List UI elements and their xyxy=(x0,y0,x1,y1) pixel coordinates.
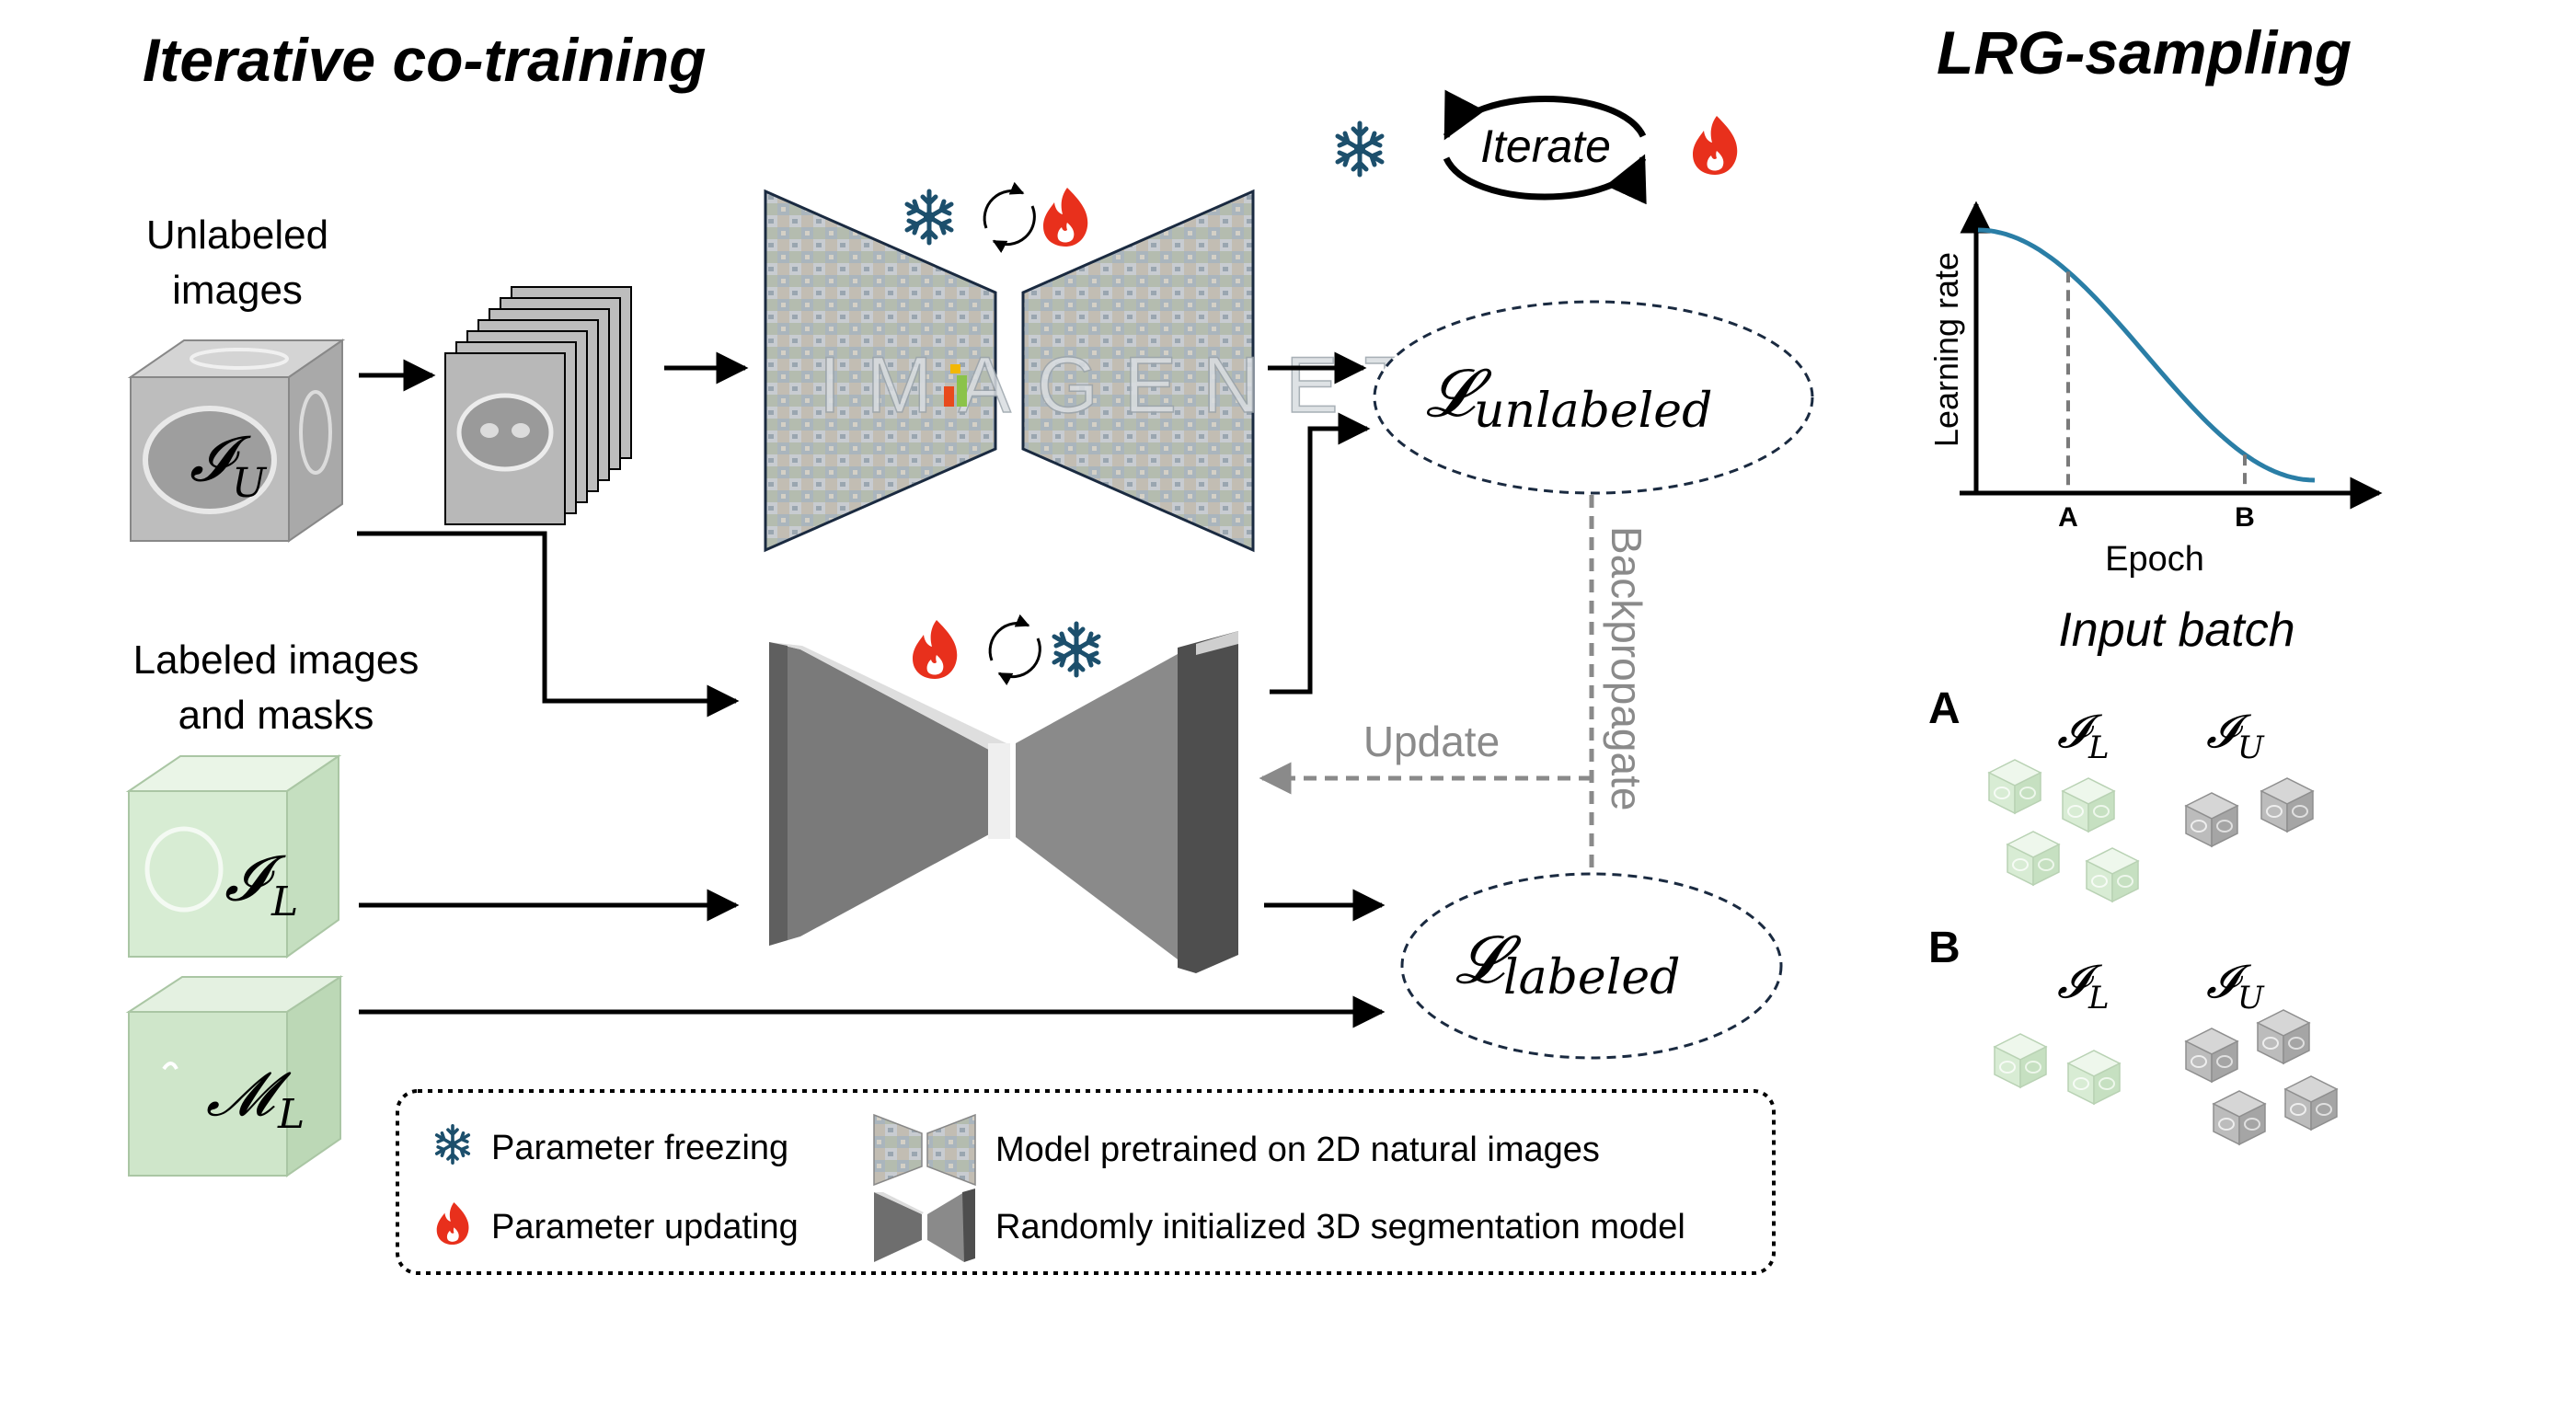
batch-B-label: B xyxy=(1928,924,1961,972)
labeled-cube xyxy=(2062,777,2115,833)
cube-ML-subscript: L xyxy=(277,1091,305,1138)
pretrained-model-state xyxy=(907,181,1088,254)
iterate-loop: Iterate xyxy=(1338,89,1738,205)
snowflake-icon xyxy=(907,191,951,243)
unlabeled-cube xyxy=(2284,1075,2338,1131)
labeled-label-line1: Labeled images xyxy=(133,637,420,683)
batch-B: B 𝓘 L 𝓘 U xyxy=(1928,924,2338,1145)
batch-A-IL-subscript: L xyxy=(2087,729,2110,766)
labeled-cube xyxy=(1994,1033,2047,1088)
image-slice-stack xyxy=(444,286,632,525)
labeled-cube xyxy=(1988,759,2041,814)
random-3d-segmentation-model xyxy=(769,631,1238,973)
unlabeled-cube xyxy=(2185,792,2238,847)
update-label: Update xyxy=(1363,718,1500,765)
flow-arrows xyxy=(357,351,1386,1028)
lr-schedule-chart: A B Epoch Learning rate xyxy=(1927,201,2383,579)
imagenet-watermark: IMAGENET xyxy=(819,341,1438,430)
labeled-loss: 𝓛 labeled xyxy=(1400,872,1783,1060)
unlabeled-label-line1: Unlabeled xyxy=(146,212,328,258)
unlabeled-label-line2: images xyxy=(172,268,303,313)
labeled-cube xyxy=(2007,831,2060,886)
flame-icon xyxy=(913,620,958,679)
legend: Parameter freezing Parameter updating Mo… xyxy=(396,1089,1776,1275)
arrow-3d-model-to-unlabeled-loss xyxy=(1270,412,1371,695)
unlabeled-cube xyxy=(2260,777,2314,833)
snowflake-icon xyxy=(1338,123,1382,175)
unlabeled-cube xyxy=(2185,1028,2238,1083)
flame-icon xyxy=(1043,188,1088,247)
right-title: LRG-sampling xyxy=(1937,18,2352,86)
unlabeled-loss-subscript: unlabeled xyxy=(1474,384,1712,439)
unlabeled-loss: 𝓛 unlabeled xyxy=(1373,300,1814,495)
arrow-unlabeled-to-3d-model xyxy=(357,531,740,718)
legend-pretrained-icon xyxy=(873,1113,976,1187)
flame-icon xyxy=(1693,116,1738,175)
x-axis-label: Epoch xyxy=(2105,540,2204,579)
y-axis-label: Learning rate xyxy=(1927,252,1965,447)
labeled-mask-cube: 𝓜 L xyxy=(125,975,344,1177)
backpropagate-label: Backpropagate xyxy=(1603,526,1650,810)
legend-3d-model-icon xyxy=(874,1189,975,1262)
labeled-label-line2: and masks xyxy=(178,693,374,738)
lr-curve xyxy=(1977,227,2316,483)
snowflake-icon xyxy=(1054,624,1098,675)
batch-A-IU-subscript: U xyxy=(2237,729,2265,766)
backprop-path xyxy=(1259,495,1594,872)
batch-B-IU-subscript: U xyxy=(2237,980,2265,1016)
legend-freeze-label: Parameter freezing xyxy=(491,1129,788,1167)
unlabeled-cube xyxy=(2257,1009,2310,1064)
pretrained-2d-model: IMAGENET xyxy=(764,189,1438,553)
input-batch-title: Input batch xyxy=(2058,603,2294,657)
x-tick-B: B xyxy=(2235,502,2255,533)
labeled-image-cube: 𝓘 L xyxy=(125,754,342,959)
seg-model-state xyxy=(913,614,1098,686)
x-tick-A: A xyxy=(2058,502,2078,533)
batch-B-IL-subscript: L xyxy=(2087,980,2110,1016)
labeled-loss-subscript: labeled xyxy=(1503,950,1680,1005)
left-title: Iterative co-training xyxy=(143,26,706,94)
iterate-label: Iterate xyxy=(1480,121,1611,172)
labeled-cube xyxy=(2086,847,2139,902)
unlabeled-image-cube: 𝓘 U xyxy=(127,339,346,543)
batch-A: A 𝓘 L 𝓘 U xyxy=(1928,684,2314,902)
legend-update-label: Parameter updating xyxy=(491,1208,799,1246)
legend-pretrained-label: Model pretrained on 2D natural images xyxy=(995,1131,1600,1169)
labeled-cube xyxy=(2067,1050,2121,1105)
legend-random3d-label: Randomly initialized 3D segmentation mod… xyxy=(995,1208,1685,1246)
cube-IU-subscript: U xyxy=(232,460,268,507)
batch-A-label: A xyxy=(1928,684,1961,733)
cube-IL-subscript: L xyxy=(270,879,298,925)
unlabeled-cube xyxy=(2213,1090,2266,1145)
